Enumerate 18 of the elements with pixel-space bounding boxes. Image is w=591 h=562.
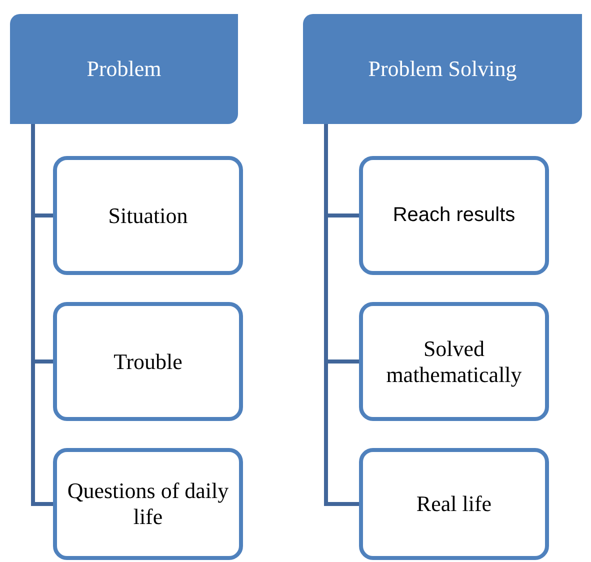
- node-text: Real life: [416, 491, 492, 517]
- node-text: Solved mathematically: [385, 336, 523, 388]
- item-box: [359, 156, 549, 275]
- connector-line: [324, 124, 359, 506]
- header-box: [10, 14, 238, 124]
- node-text: Problem: [86, 56, 162, 82]
- item-box: [53, 302, 243, 421]
- item-box: [359, 448, 549, 560]
- node-text: Problem Solving: [368, 56, 517, 82]
- item-box: [53, 156, 243, 275]
- item-box: [53, 448, 243, 560]
- header-box: [303, 14, 582, 124]
- node-text: Trouble: [114, 348, 182, 374]
- node-text: Situation: [108, 202, 188, 228]
- connector-line: [31, 124, 53, 506]
- node-text: Questions of daily life: [66, 478, 230, 530]
- item-box: [359, 302, 549, 421]
- node-text: Reach results: [392, 204, 516, 227]
